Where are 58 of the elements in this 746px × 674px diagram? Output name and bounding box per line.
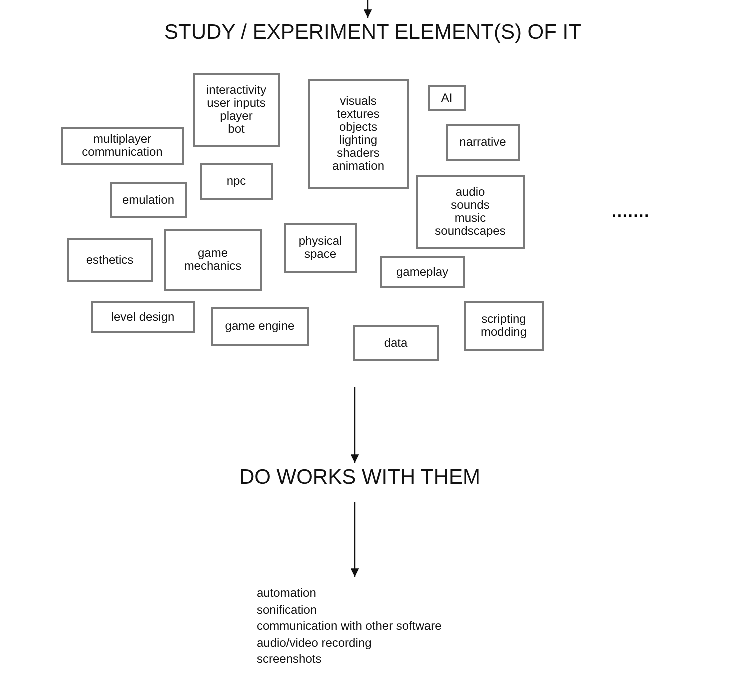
element-box: [200, 163, 273, 200]
element-box: [308, 79, 409, 189]
element-box: [464, 301, 544, 351]
element-label: interactivity: [206, 84, 267, 97]
element-box: [110, 182, 187, 218]
arrow: [350, 387, 360, 463]
element-label: multiplayer: [93, 133, 152, 146]
element-box: [353, 325, 439, 361]
arrow: [350, 502, 360, 577]
arrow: [364, 0, 372, 18]
element-label: soundscapes: [435, 225, 506, 238]
element-label: gameplay: [396, 266, 449, 278]
element-label: bot: [228, 123, 245, 136]
element-box: [67, 238, 153, 282]
element-box: [284, 223, 357, 273]
element-label: animation: [332, 160, 385, 173]
element-label: npc: [226, 175, 246, 188]
element-label: space: [304, 248, 337, 261]
section-heading: STUDY / EXPERIMENT ELEMENT(S) OF IT: [164, 21, 582, 45]
element-label: mechanics: [184, 260, 242, 273]
element-label: data: [384, 336, 408, 350]
element-label: game engine: [225, 320, 295, 333]
element-box: [61, 127, 184, 165]
element-box: [416, 175, 525, 249]
element-label: visuals: [340, 95, 377, 108]
element-box: [91, 301, 195, 333]
element-label: game: [198, 247, 228, 260]
element-label: AI: [441, 92, 453, 104]
element-box: [446, 124, 520, 161]
element-label: emulation: [122, 194, 175, 206]
section-heading: DO WORKS WITH THEM: [239, 466, 481, 490]
element-label: level design: [111, 310, 175, 324]
list-item: sonification: [257, 602, 318, 618]
element-label: physical: [298, 235, 342, 248]
element-box: [164, 229, 262, 291]
element-box: [428, 85, 466, 111]
element-box: [211, 307, 309, 346]
element-label: sounds: [451, 199, 490, 212]
element-label: objects: [339, 121, 378, 134]
element-label: shaders: [337, 147, 380, 160]
list-item: automation: [257, 585, 318, 602]
element-label: scripting: [482, 313, 526, 326]
element-label: esthetics: [86, 254, 134, 266]
element-label: audio: [456, 186, 486, 199]
element-label: narrative: [460, 136, 506, 149]
element-box: [193, 73, 280, 147]
element-box: [380, 256, 465, 288]
element-label: lighting: [339, 134, 378, 147]
element-label: textures: [337, 108, 380, 121]
element-label: modding: [480, 326, 528, 339]
element-label: communication: [82, 146, 163, 159]
list-item: audio/video recording: [257, 634, 373, 651]
element-label: player: [220, 110, 253, 123]
list-item: communication with other software: [257, 618, 442, 634]
list-item: screenshots: [257, 651, 323, 668]
ellipsis-text: .......: [612, 204, 650, 222]
element-label: user inputs: [207, 97, 266, 110]
element-label: music: [454, 212, 486, 225]
